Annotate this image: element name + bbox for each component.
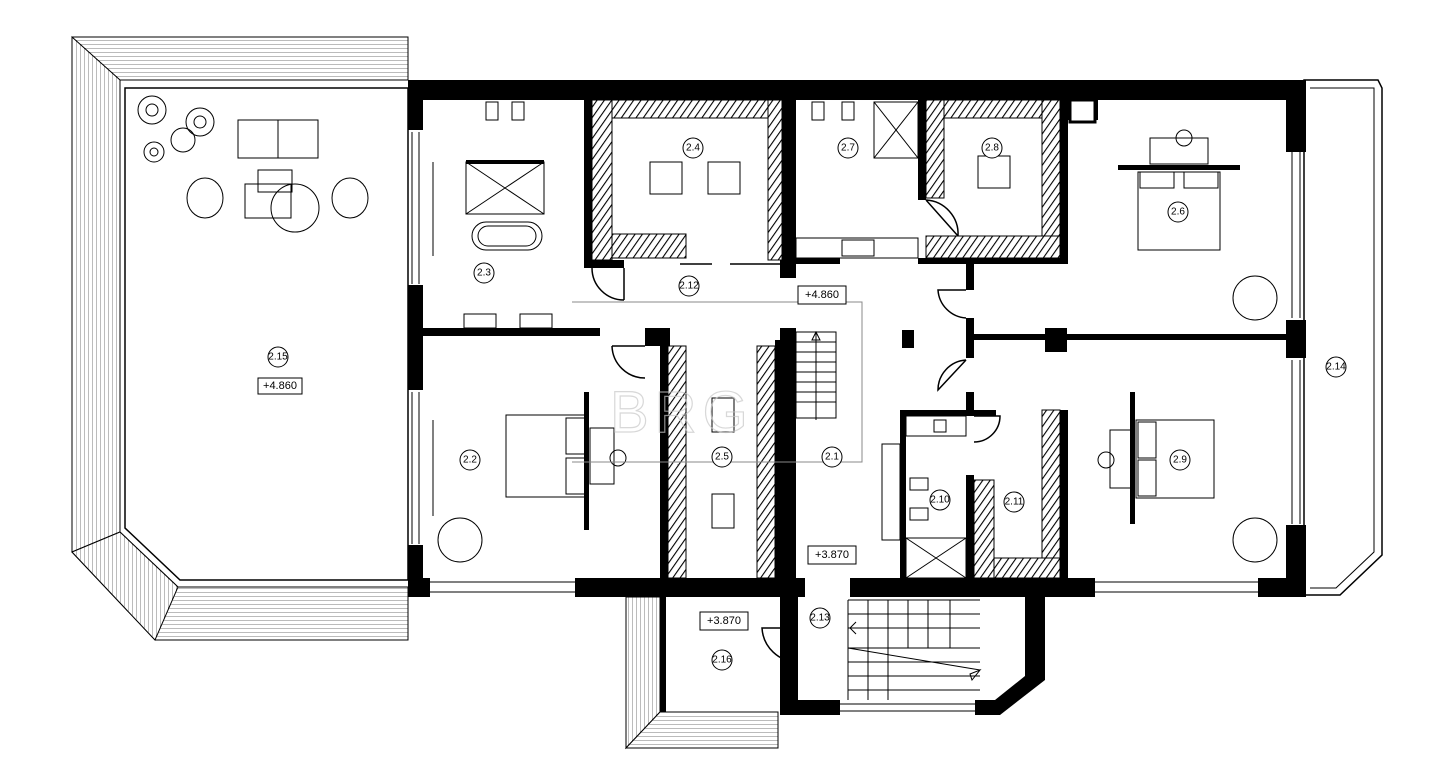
level-marker-terrace: +4.860 [257,377,303,395]
room-label-2-13: 2.13 [809,607,831,629]
right-balcony [1303,79,1383,596]
room-label-2-12: 2.12 [678,275,700,297]
room-label-circle [809,607,831,629]
level-text-hall-upper: +4.860 [805,289,839,301]
small-balcony [624,596,779,750]
room-label-2-2: 2.2 [459,449,481,471]
room-label-text: 2.15 [268,352,288,363]
doors [591,199,1001,663]
room-label-2-4: 2.4 [682,137,704,159]
room-label-circle [267,346,289,368]
room-label-text: 2.13 [810,613,830,624]
room-label-text: 2.16 [712,655,732,666]
room-label-2-10: 2.10 [929,489,951,511]
level-text-small-terrace: +3.870 [707,615,741,627]
room-label-2-7: 2.7 [837,137,859,159]
room-label-2-5: 2.5 [711,446,733,468]
room-label-2-6: 2.6 [1167,201,1189,223]
room-label-circle [1169,449,1191,471]
room-label-2-11: 2.11 [1003,491,1025,513]
room-label-2-9: 2.9 [1169,449,1191,471]
exterior-walls [408,80,1306,715]
furniture [137,95,1278,579]
room-labels: 2.2 2.3 2.4 2.5 2.6 2.7 2.8 2.9 2.10 2.11 2.12 2.13… [267,137,1347,671]
level-marker-hall-upper: +4.860 [797,285,847,305]
room-label-text: 2.4 [686,143,700,154]
room-label-text: 2.11 [1005,497,1024,508]
room-label-circle [682,137,704,159]
room-label-circle [1003,491,1025,513]
room-label-2-1: 2.1 [821,446,843,468]
level-marker-small-terrace: +3.870 [699,611,749,631]
room-label-circle [929,489,951,511]
room-label-text: 2.14 [1326,362,1346,373]
room-label-text: 2.1 [825,452,839,463]
room-label-text: 2.2 [463,455,477,466]
wardrobes [591,99,1061,579]
room-label-text: 2.7 [841,143,855,154]
room-label-2-16: 2.16 [711,649,733,671]
room-label-circle [837,137,859,159]
room-label-2-15: 2.15 [267,346,289,368]
room-label-text: 2.12 [679,281,699,292]
room-label-text: 2.5 [715,452,729,463]
room-label-circle [473,262,495,284]
windows [411,132,1301,712]
interior-walls [420,98,1286,580]
room-label-circle [821,446,843,468]
room-label-text: 2.9 [1173,455,1187,466]
room-label-2-14: 2.14 [1325,356,1347,378]
stairs [795,330,982,700]
watermark-text: BRG [610,380,754,445]
room-label-2-3: 2.3 [473,262,495,284]
room-label-text: 2.8 [985,143,999,154]
terrace-balustrade [71,35,409,641]
level-text-hall-lower: +3.870 [815,549,849,561]
room-label-circle [711,649,733,671]
room-label-circle [459,449,481,471]
level-marker-hall-lower: +3.870 [807,545,857,565]
room-label-text: 2.10 [930,495,950,506]
room-label-text: 2.3 [477,268,491,279]
level-text-terrace: +4.860 [263,380,297,392]
room-label-text: 2.6 [1171,207,1185,218]
room-label-2-8: 2.8 [981,137,1003,159]
room-label-circle [711,446,733,468]
room-label-circle [1167,201,1189,223]
room-label-circle [981,137,1003,159]
room-label-circle [678,275,700,297]
room-label-circle [1325,356,1347,378]
